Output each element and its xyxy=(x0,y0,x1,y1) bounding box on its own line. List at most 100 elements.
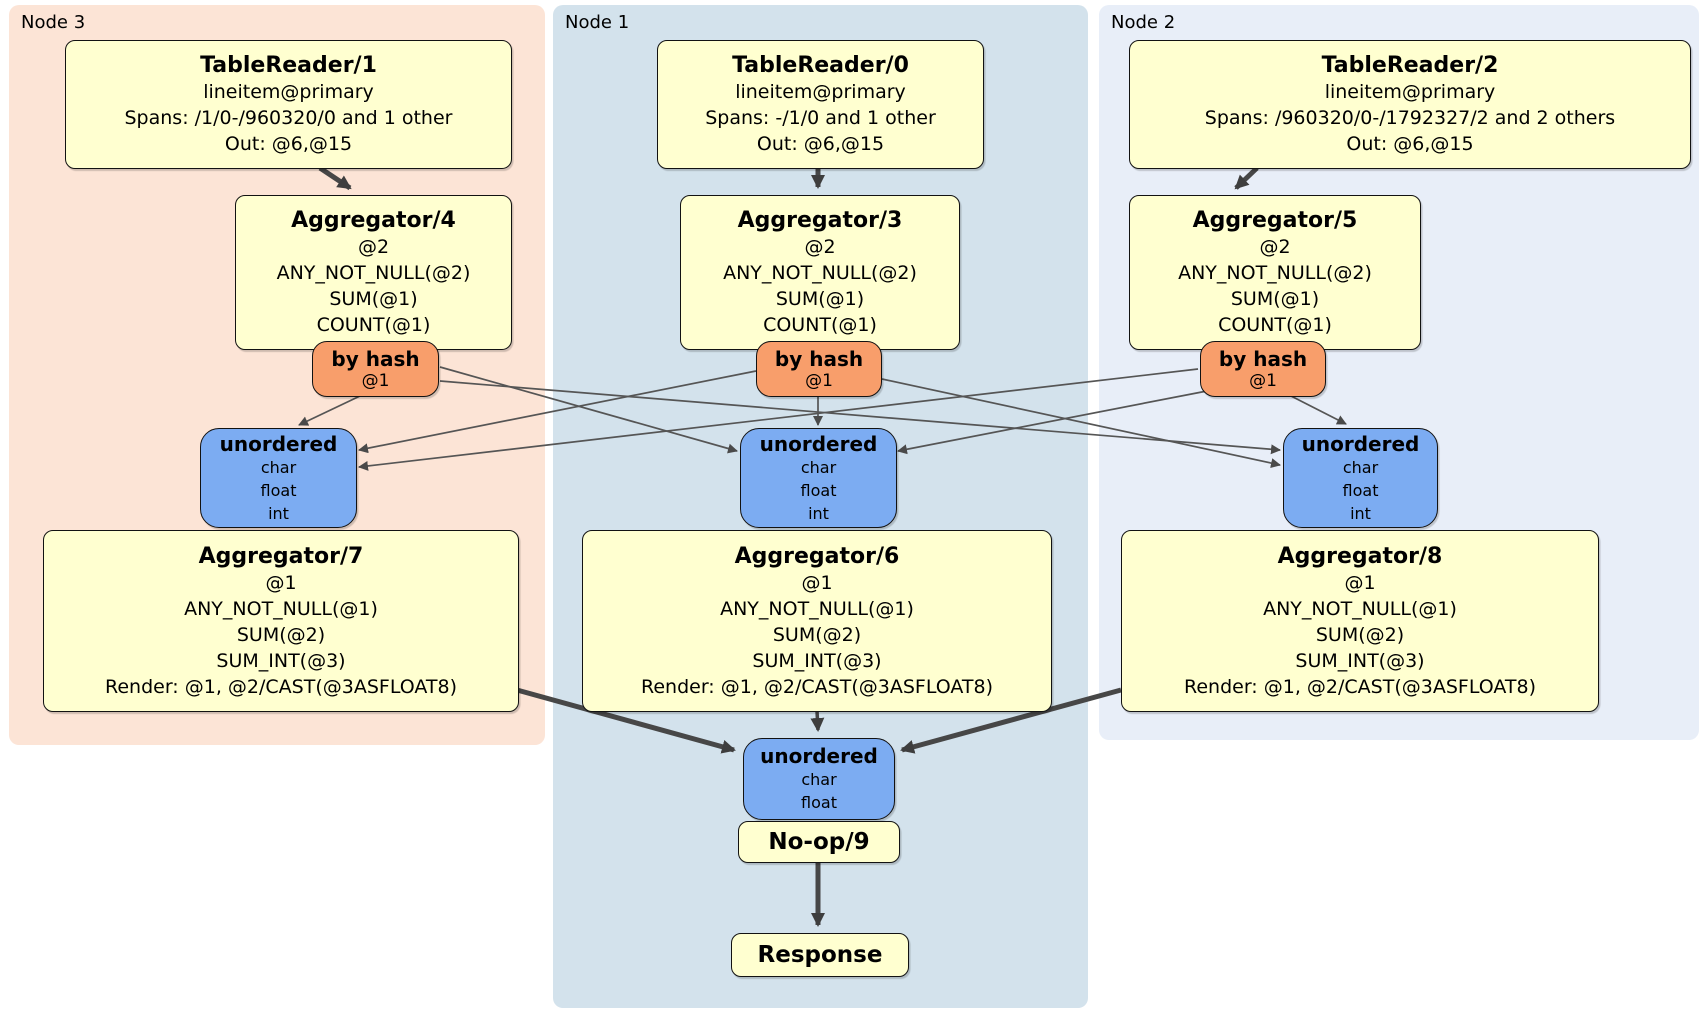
out-line: Out: @6,@15 xyxy=(756,133,885,155)
edge-aggregator8-sync-final xyxy=(900,687,1122,754)
sync-type: int xyxy=(1350,503,1371,523)
processor-title: TableReader/2 xyxy=(1321,53,1499,78)
edge-router2-sync1 xyxy=(897,390,1208,455)
router-title: by hash xyxy=(331,346,420,371)
hash-router-2-box: by hash @1 xyxy=(1200,341,1326,397)
edge-aggregator7-sync-final xyxy=(516,687,736,754)
agg-fn-line: ANY_NOT_NULL(@1) xyxy=(1263,597,1457,620)
sync-type: float xyxy=(260,480,297,500)
aggregator-4-box: Aggregator/4 @2 ANY_NOT_NULL(@2) SUM(@1)… xyxy=(235,195,512,350)
aggregator-7-box: Aggregator/7 @1 ANY_NOT_NULL(@1) SUM(@2)… xyxy=(43,530,519,712)
aggregator-8-box: Aggregator/8 @1 ANY_NOT_NULL(@1) SUM(@2)… xyxy=(1121,530,1599,712)
sync-title: unordered xyxy=(219,431,338,456)
edge-router1-sync2 xyxy=(881,378,1281,468)
node-label: Node 1 xyxy=(565,12,630,33)
agg-fn-line: SUM_INT(@3) xyxy=(216,649,346,672)
router-column: @1 xyxy=(805,370,833,391)
unordered-sync-3-box: unordered char float int xyxy=(200,428,357,528)
edge-tablereader1-aggregator4 xyxy=(318,165,352,191)
edge-router1-sync3 xyxy=(358,370,757,454)
node-label: Node 2 xyxy=(1111,12,1176,33)
processor-title: Aggregator/5 xyxy=(1192,208,1358,233)
unordered-sync-2-box: unordered char float int xyxy=(1283,428,1438,528)
group-line: @2 xyxy=(1259,236,1291,258)
sync-type: float xyxy=(801,793,837,812)
processor-title: Response xyxy=(757,942,883,968)
group-line: @1 xyxy=(1344,571,1376,594)
hash-router-edges xyxy=(298,366,1347,471)
sync-type: char xyxy=(800,457,837,477)
processor-title: Aggregator/3 xyxy=(737,208,903,233)
agg-fn-line: COUNT(@1) xyxy=(763,314,877,336)
aggregator-5-box: Aggregator/5 @2 ANY_NOT_NULL(@2) SUM(@1)… xyxy=(1129,195,1421,350)
agg-fn-line: SUM_INT(@3) xyxy=(752,649,882,672)
agg-fn-line: ANY_NOT_NULL(@2) xyxy=(276,262,471,284)
sync-type: int xyxy=(268,503,289,523)
router-title: by hash xyxy=(1218,346,1308,371)
agg-fn-line: SUM(@1) xyxy=(329,288,418,310)
edge-router3-sync3 xyxy=(298,395,361,426)
group-line: @2 xyxy=(804,236,836,258)
processor-title: TableReader/1 xyxy=(200,53,377,78)
processor-title: Aggregator/8 xyxy=(1277,543,1443,569)
processor-title: Aggregator/7 xyxy=(198,543,364,569)
router-column: @1 xyxy=(361,370,390,391)
edge-router2-sync2 xyxy=(1290,395,1347,425)
agg-fn-line: SUM(@2) xyxy=(1315,623,1405,646)
index-line: lineitem@primary xyxy=(203,81,374,103)
processor-title: Aggregator/6 xyxy=(734,543,900,569)
unordered-sync-1-box: unordered char float int xyxy=(740,428,897,528)
agg-fn-line: ANY_NOT_NULL(@1) xyxy=(184,597,378,620)
render-line: Render: @1, @2/CAST(@3ASFLOAT8) xyxy=(105,675,457,698)
agg-fn-line: COUNT(@1) xyxy=(316,314,431,336)
processor-title: No-op/9 xyxy=(768,829,870,855)
sync-type: float xyxy=(1342,480,1379,500)
out-line: Out: @6,@15 xyxy=(224,133,353,155)
processor-title: TableReader/0 xyxy=(732,53,909,78)
edge-tablereader2-aggregator5 xyxy=(1234,166,1259,190)
group-line: @1 xyxy=(265,571,297,594)
hash-router-3-box: by hash @1 xyxy=(312,341,439,397)
group-line: @2 xyxy=(357,236,390,258)
agg-fn-line: SUM(@1) xyxy=(1230,288,1320,310)
response-box: Response xyxy=(731,933,909,977)
edge-router3-sync1 xyxy=(439,366,738,454)
spans-line: Spans: -/1/0 and 1 other xyxy=(705,107,936,129)
agg-fn-line: SUM(@1) xyxy=(775,288,865,310)
sync-type: char xyxy=(260,457,297,477)
flow-edges xyxy=(318,165,1259,927)
tablereader-2-box: TableReader/2 lineitem@primary Spans: /9… xyxy=(1129,40,1691,169)
hash-router-1-box: by hash @1 xyxy=(756,341,882,397)
index-line: lineitem@primary xyxy=(735,81,906,103)
sync-type: char xyxy=(1342,457,1379,477)
aggregator-6-box: Aggregator/6 @1 ANY_NOT_NULL(@1) SUM(@2)… xyxy=(582,530,1052,712)
sync-type: float xyxy=(800,480,837,500)
edge-router2-sync3 xyxy=(358,368,1199,471)
agg-fn-line: ANY_NOT_NULL(@2) xyxy=(1178,262,1372,284)
edge-router3-sync2 xyxy=(439,380,1281,455)
spans-line: Spans: /960320/0-/1792327/2 and 2 others xyxy=(1204,107,1616,129)
sync-title: unordered xyxy=(760,744,878,768)
out-line: Out: @6,@15 xyxy=(1346,133,1474,155)
agg-fn-line: SUM_INT(@3) xyxy=(1295,649,1425,672)
agg-fn-line: SUM(@2) xyxy=(236,623,326,646)
router-title: by hash xyxy=(774,346,864,371)
tablereader-1-box: TableReader/1 lineitem@primary Spans: /1… xyxy=(65,40,512,169)
sync-title: unordered xyxy=(1301,431,1420,456)
edge-aggregator6-sync-final xyxy=(810,710,825,732)
sync-type: char xyxy=(801,770,837,789)
processor-title: Aggregator/4 xyxy=(291,208,456,233)
render-line: Render: @1, @2/CAST(@3ASFLOAT8) xyxy=(1184,675,1536,698)
group-line: @1 xyxy=(801,571,833,594)
agg-fn-line: ANY_NOT_NULL(@1) xyxy=(720,597,914,620)
aggregator-3-box: Aggregator/3 @2 ANY_NOT_NULL(@2) SUM(@1)… xyxy=(680,195,960,350)
node-label: Node 3 xyxy=(21,12,86,33)
index-line: lineitem@primary xyxy=(1324,81,1496,103)
tablereader-0-box: TableReader/0 lineitem@primary Spans: -/… xyxy=(657,40,984,169)
agg-fn-line: SUM(@2) xyxy=(772,623,862,646)
spans-line: Spans: /1/0-/960320/0 and 1 other xyxy=(124,107,453,129)
sync-type: int xyxy=(808,503,829,523)
unordered-sync-final-box: unordered char float xyxy=(743,738,895,820)
noop-9-box: No-op/9 xyxy=(738,821,900,863)
